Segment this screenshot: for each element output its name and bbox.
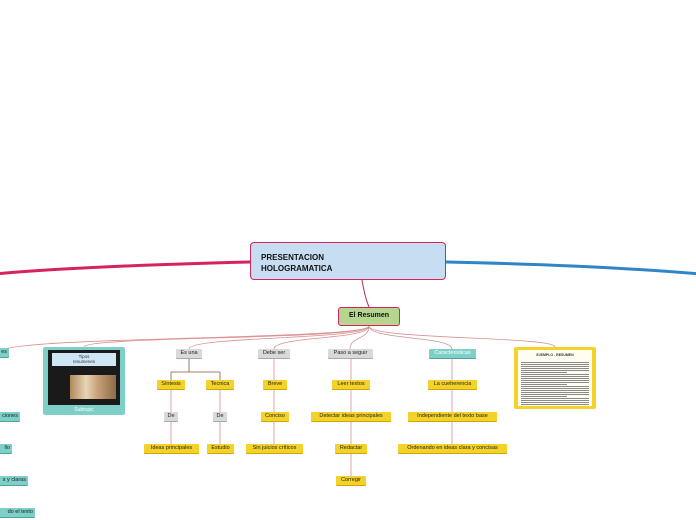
subtopic-estudio[interactable]: Estudio	[207, 444, 234, 453]
image-caption: Subtopic	[74, 407, 94, 413]
document-text-line	[521, 392, 589, 393]
subtopic-corregir[interactable]: Corregir	[336, 476, 366, 485]
subtopic-detectar-ideas-principales[interactable]: Detectar ideas principales	[311, 412, 391, 421]
topic-paso-a-seguir[interactable]: Paso a seguir	[328, 349, 373, 358]
left-node-partial-1[interactable]: es	[0, 348, 9, 357]
document-text-line	[521, 376, 589, 377]
document-text-line	[521, 404, 589, 405]
subtopic-leer-textos[interactable]: Leer textos	[332, 380, 370, 389]
document-text-line	[521, 398, 589, 399]
document-page: EJEMPLO - RESUMEN	[518, 350, 592, 406]
document-text-line	[521, 372, 567, 373]
branch-connector	[368, 325, 453, 350]
es-una-fork	[170, 358, 221, 380]
document-text-line	[521, 370, 589, 371]
document-text-line	[521, 378, 589, 379]
central-topic[interactable]: PRESENTACION HOLOGRAMATICA	[250, 242, 446, 280]
branch-connector	[349, 325, 370, 350]
topic-debe-ser[interactable]: Debe ser	[258, 349, 290, 358]
subtopic-conciso[interactable]: Conciso	[261, 412, 289, 421]
main-topic-el-resumen[interactable]: El Resumen	[338, 307, 400, 326]
image-title: Tipos resumenes	[52, 353, 116, 366]
document-text-line	[521, 362, 589, 363]
left-node-partial-3[interactable]: llo	[0, 444, 12, 453]
branch-connector	[273, 325, 370, 350]
document-text-line	[521, 388, 589, 389]
left-node-partial-5[interactable]: do el texto	[0, 508, 35, 517]
subtopic-sin-juicios-criticos[interactable]: Sin juicios críticos	[246, 444, 303, 453]
document-text-line	[521, 402, 589, 403]
subtopic-la-cueherencia[interactable]: La cueherencia	[428, 380, 477, 389]
subtopic-redactar[interactable]: Redactar	[335, 444, 367, 453]
subtopic-de-1[interactable]: De	[164, 412, 178, 421]
right-main-branch	[445, 260, 696, 276]
document-text-line	[521, 382, 589, 383]
image-subtopic-card[interactable]: Tipos resumenes Subtopic	[43, 347, 125, 415]
document-text-line	[521, 400, 589, 401]
central-topic-label: PRESENTACION HOLOGRAMATICA	[261, 253, 333, 273]
document-text-line	[521, 364, 589, 365]
subtopic-independiente-del-texto-base[interactable]: Independiente del texto base	[408, 412, 497, 421]
image-thumbnail: Tipos resumenes	[48, 350, 120, 405]
document-text-line	[521, 380, 589, 381]
document-text-line	[521, 386, 589, 387]
central-to-main-line	[361, 279, 370, 308]
branch-connector	[368, 325, 556, 348]
document-image-card[interactable]: EJEMPLO - RESUMEN	[514, 347, 596, 409]
subtopic-breve[interactable]: Breve	[263, 380, 287, 389]
subtopic-de-2[interactable]: De	[213, 412, 227, 421]
document-text-line	[521, 366, 589, 367]
branch-connector	[83, 325, 370, 348]
topic-caracteristicas[interactable]: Caracteristicas	[429, 349, 476, 358]
left-main-branch	[0, 260, 251, 276]
branch-connector	[188, 325, 370, 350]
document-text-line	[521, 394, 589, 395]
subtopic-ideas-principales[interactable]: Ideas principales	[144, 444, 199, 453]
topic-es-una[interactable]: Es una	[176, 349, 202, 358]
document-text-line	[521, 368, 589, 369]
branch-connector	[0, 325, 370, 353]
image-picture	[70, 375, 116, 399]
document-text-line	[521, 384, 567, 385]
document-text-line	[521, 396, 567, 397]
subtopic-ordenando-en-ideas[interactable]: Ordenando en ideas clara y concisas	[398, 444, 507, 453]
left-node-partial-4[interactable]: s y claras	[0, 476, 28, 485]
document-text-line	[521, 374, 589, 375]
document-heading: EJEMPLO - RESUMEN	[536, 353, 574, 357]
subtopic-tecnica[interactable]: Tecnica	[206, 380, 234, 389]
left-node-partial-2[interactable]: ciones	[0, 412, 20, 421]
subtopic-sintesis[interactable]: Síntesis	[157, 380, 185, 389]
document-text-line	[521, 390, 589, 391]
